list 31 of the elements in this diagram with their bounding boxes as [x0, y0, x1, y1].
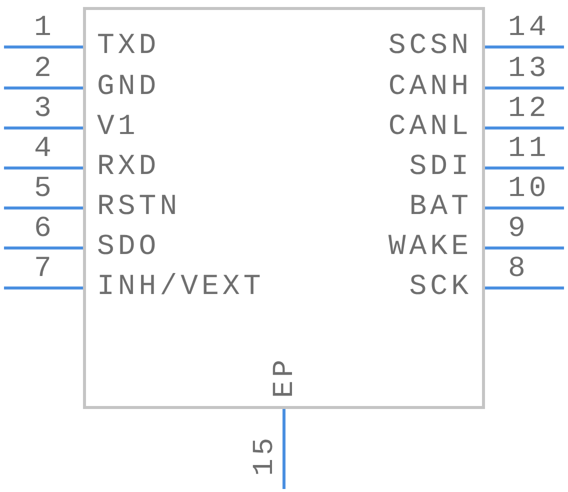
pin-number: 5 — [34, 174, 55, 204]
pin-number: 3 — [34, 94, 55, 124]
pin-number: 10 — [508, 174, 550, 204]
pin-number: 9 — [508, 214, 529, 244]
pin-name: GND — [97, 72, 160, 102]
chip-body — [83, 7, 485, 409]
pin-number: 7 — [34, 254, 55, 284]
pin-number: 1 — [34, 13, 55, 43]
pin-number: 13 — [508, 54, 550, 84]
pin-number: 4 — [34, 134, 55, 164]
pin-number: 8 — [508, 254, 529, 284]
pin-name: SDI — [409, 152, 472, 182]
pin-number: 11 — [508, 134, 550, 164]
pin-name: V1 — [97, 112, 139, 142]
pin-name: WAKE — [388, 232, 472, 262]
pin-number: 2 — [34, 54, 55, 84]
pin-name: CANL — [388, 112, 472, 142]
pin-number: 12 — [508, 94, 550, 124]
pin-name: TXD — [97, 31, 160, 61]
pin-name: SCSN — [388, 31, 472, 61]
pin-name: EP — [270, 356, 300, 398]
pin-number: 15 — [250, 434, 280, 476]
pin-name: BAT — [409, 192, 472, 222]
pin-name: RSTN — [97, 192, 181, 222]
pin-name: INH/VEXT — [97, 272, 264, 302]
pin-name: SDO — [97, 232, 160, 262]
pin-number: 14 — [508, 13, 550, 43]
pin-number: 6 — [34, 214, 55, 244]
pin-name: RXD — [97, 152, 160, 182]
pin-name: SCK — [409, 272, 472, 302]
pin-name: CANH — [388, 72, 472, 102]
